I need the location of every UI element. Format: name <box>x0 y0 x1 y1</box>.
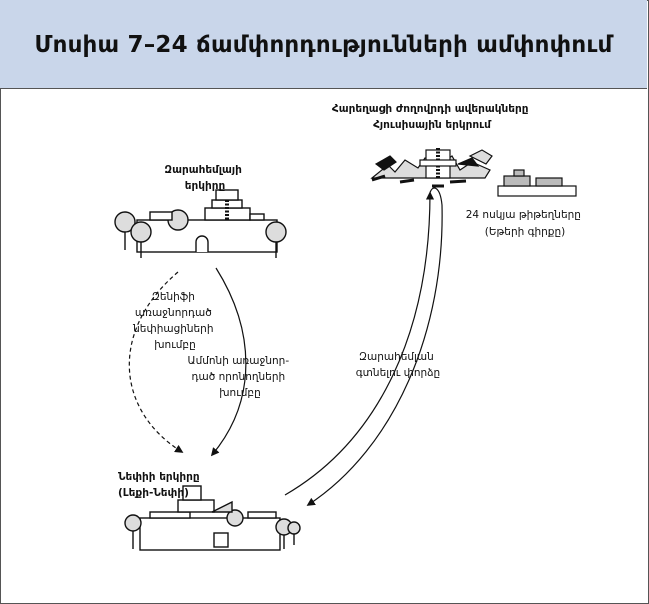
nephi-city-icon <box>124 485 301 551</box>
gold-plates-icon <box>497 169 577 197</box>
nephi-label: Նեփիի երկիրը (Լեքի-Նեփի) <box>118 471 203 499</box>
title-banner: Մոսիա 7–24 ճամփորդությունների ամփոփում <box>0 0 647 89</box>
ruins-icon <box>370 148 493 188</box>
ruins-label: Հարեղացի ժողովրդի ավերակները Հյուսիսային… <box>332 103 532 131</box>
search-route-label: Զարահեմլան գտնելու փորձը <box>356 351 440 379</box>
search-route-loop <box>429 187 443 206</box>
ammon-route-label: Ամմոնի առաջնոր- դած որոնողների խումբը <box>188 355 293 399</box>
diagram-title: Մոսիա 7–24 ճամփորդությունների ամփոփում <box>34 32 613 58</box>
search-route-arrow-outbound <box>284 191 435 496</box>
search-route-arrow-return <box>306 204 443 506</box>
gold-plates-label: 24 ոսկյա թիթեղները (Եթերի գիրքը) <box>466 209 585 238</box>
ammon-route-arrow <box>210 267 247 457</box>
zarahemla-city-icon <box>114 189 287 258</box>
zeniff-route-arrow <box>128 271 184 453</box>
zeniff-route-label: Զենիֆի առաջնորդած նեփիացիների խումբը <box>132 291 217 351</box>
zarahemla-label: Զարահեմլայի երկիրը <box>164 164 245 192</box>
